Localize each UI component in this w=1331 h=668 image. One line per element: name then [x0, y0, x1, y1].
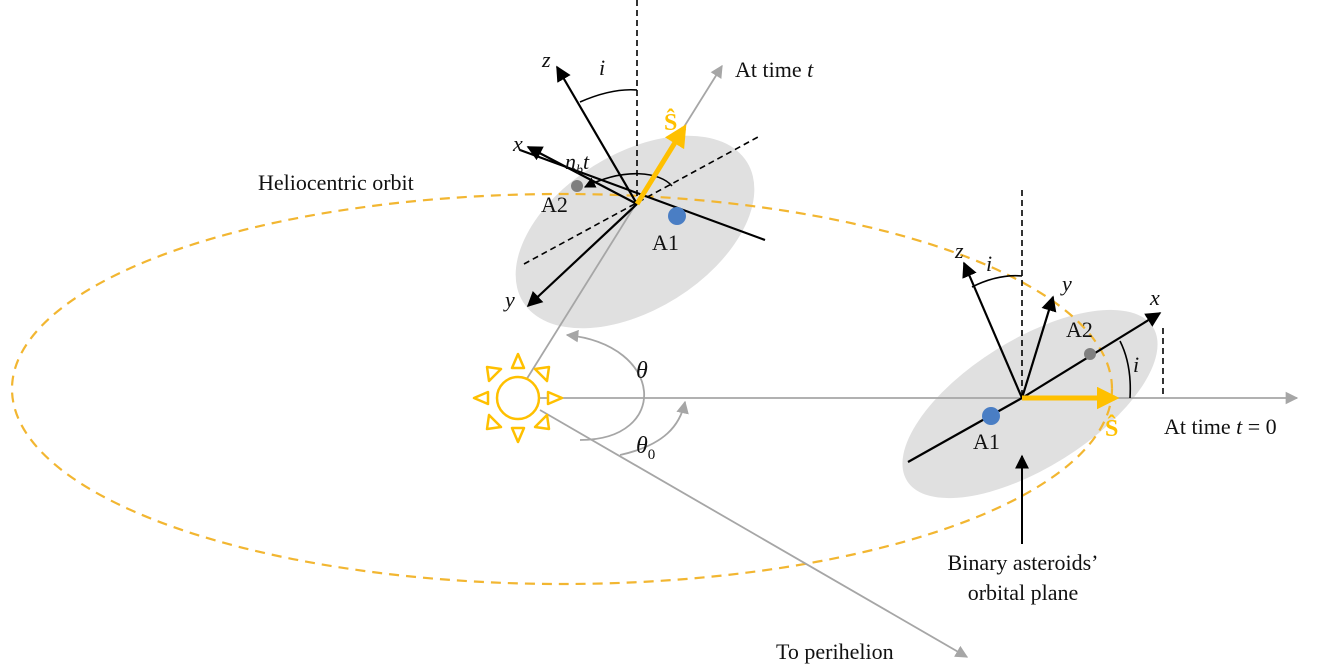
nbt-label: nbt: [565, 149, 590, 178]
spin-vector-t: [634, 124, 687, 206]
nbt-arc: [583, 172, 673, 188]
sun-icon: [472, 352, 564, 444]
theta0-arc: [619, 400, 689, 456]
z-axis-label-t: z: [541, 47, 551, 72]
x-axis-label-t: x: [512, 131, 523, 156]
z-axis-label-0: z: [954, 238, 964, 263]
a2-label-t: A2: [541, 192, 568, 217]
a1-label-0: A1: [973, 429, 1000, 454]
orbital-plane-label-line1: Binary asteroids’: [948, 550, 1099, 575]
at-time-0-label: At time t = 0: [1164, 414, 1277, 439]
a2-label-0: A2: [1066, 317, 1093, 342]
sun-to-asteroid-t-line: [517, 64, 723, 394]
theta0-label: θ0: [636, 433, 655, 463]
x-axis-t: [526, 146, 638, 205]
theta-arc: [565, 329, 646, 441]
a1-dot-t: [668, 207, 686, 225]
spin-label-t: Ŝ: [664, 109, 677, 136]
theta-label: θ: [636, 358, 648, 384]
inclination-label-x: i: [1133, 352, 1139, 377]
inclination-arc-x: [1119, 340, 1132, 399]
a1-dot-0: [982, 407, 1000, 425]
a2-dot-t: [571, 180, 583, 192]
to-perihelion-line: [539, 409, 969, 658]
inclination-label-t: i: [599, 55, 605, 80]
orbit-line-0: [907, 397, 1023, 463]
inclination-arc-t: [579, 88, 638, 103]
orbital-plane-time-0: [902, 309, 1158, 499]
at-time-t-label: At time t: [735, 57, 814, 82]
y-axis-label-0: y: [1060, 271, 1072, 296]
inclination-arc-0: [971, 274, 1023, 288]
y-axis-t: [526, 203, 638, 308]
a2-dot-0: [1084, 348, 1096, 360]
inclination-label-0: i: [986, 251, 992, 276]
to-perihelion-label: To perihelion: [776, 639, 894, 664]
a1-label-t: A1: [652, 230, 679, 255]
heliocentric-orbit-label: Heliocentric orbit: [258, 170, 414, 195]
spin-label-0: Ŝ: [1105, 415, 1118, 442]
y-axis-label-t: y: [503, 287, 515, 312]
y-axis-0: [1020, 295, 1057, 399]
z-axis-t: [556, 65, 638, 205]
x-axis-label-0: x: [1149, 285, 1160, 310]
orbital-plane-label-line2: orbital plane: [968, 580, 1079, 605]
